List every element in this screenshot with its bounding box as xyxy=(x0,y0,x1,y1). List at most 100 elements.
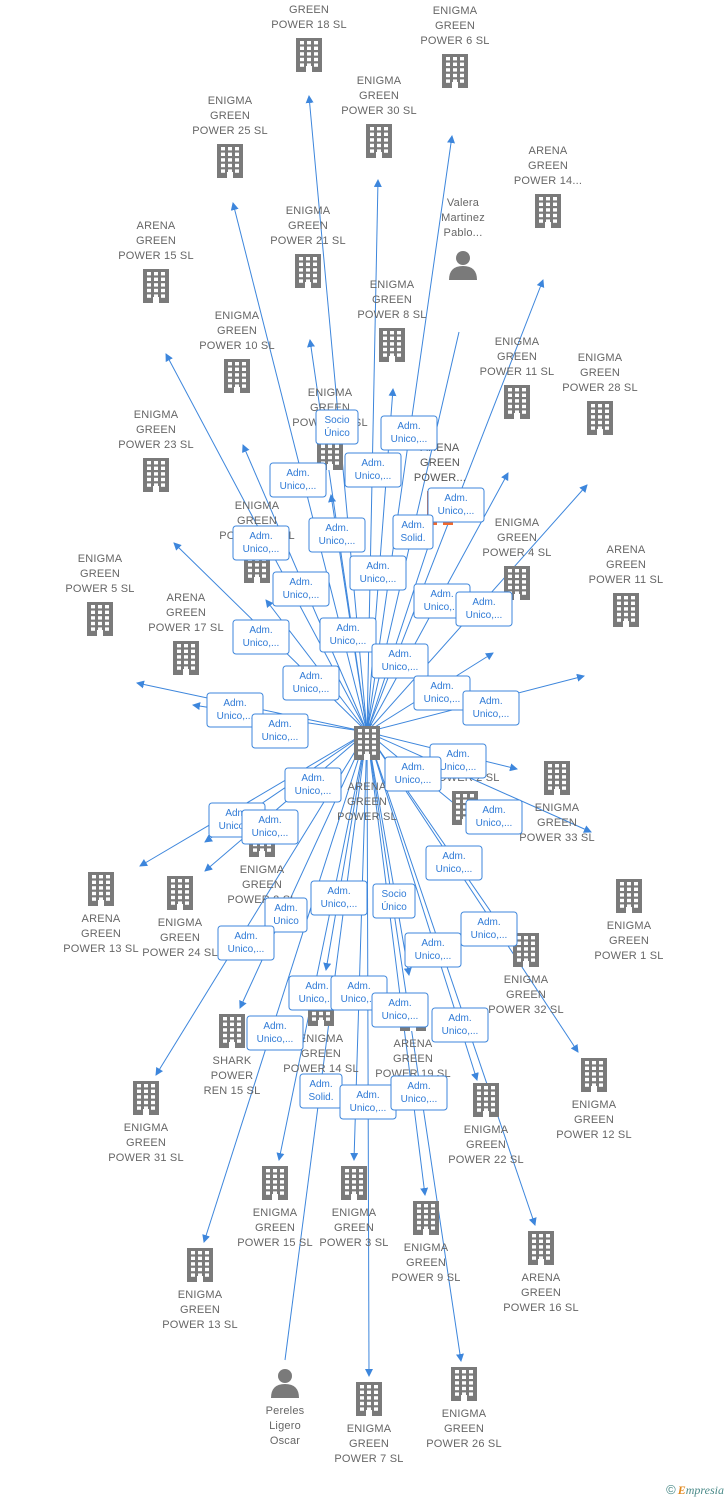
edge-label-line: Unico,... xyxy=(438,506,475,517)
edge-role-label[interactable]: Adm.Unico,... xyxy=(462,690,520,726)
edge-role-label[interactable]: Adm.Unico,... xyxy=(241,809,299,845)
building-window xyxy=(154,483,158,487)
edge-role-label[interactable]: Adm.Unico,... xyxy=(319,617,377,653)
empresia-watermark[interactable]: ©Empresia xyxy=(666,1482,724,1498)
building-icon xyxy=(167,876,193,910)
edge-role-label[interactable]: Adm.Unico,... xyxy=(284,767,342,803)
edge-role-label[interactable]: Adm.Unico,... xyxy=(232,525,290,561)
edge-role-label[interactable]: Adm.Unico,... xyxy=(272,571,330,607)
edge-role-label[interactable]: Adm.Unico,... xyxy=(455,591,513,627)
edge-role-label[interactable]: Adm.Unico,... xyxy=(380,415,438,451)
building-window xyxy=(106,880,110,884)
building-window xyxy=(460,62,464,66)
edge-role-label[interactable]: Adm.Unico,... xyxy=(251,713,309,749)
edge-role-label[interactable]: Adm.Unico,... xyxy=(413,675,471,711)
edge-role-label[interactable]: Adm.Solid. xyxy=(392,514,434,550)
edge-role-label[interactable]: Adm.Unico xyxy=(264,897,308,933)
edge-role-label[interactable]: Adm.Unico,... xyxy=(404,932,462,968)
edge-role-label[interactable]: Adm.Unico,... xyxy=(339,1084,397,1120)
edge-role-label[interactable]: Adm.Unico,... xyxy=(269,462,327,498)
edge-role-label[interactable]: Adm.Unico,... xyxy=(384,756,442,792)
edge-role-label[interactable]: Adm.Unico,... xyxy=(308,517,366,553)
building-window xyxy=(300,63,304,67)
edge-role-label[interactable]: Adm.Unico,... xyxy=(344,452,402,488)
edge-role-label[interactable]: Adm.Unico,... xyxy=(246,1015,304,1051)
edge-role-label[interactable]: Adm.Solid. xyxy=(299,1073,343,1109)
edge-role-label[interactable]: Adm.Unico,... xyxy=(427,487,485,523)
building-door xyxy=(538,1259,544,1265)
edge-label-line: Socio xyxy=(324,415,349,426)
edge-label-line: Adm. xyxy=(356,1090,379,1101)
building-window xyxy=(524,958,528,962)
node-label-line: GREEN xyxy=(606,559,646,571)
edge-role-label[interactable]: Adm.Unico,... xyxy=(429,743,487,779)
edge-role-label[interactable]: Adm.Unico,... xyxy=(431,1007,489,1043)
edge-role-label[interactable]: Adm.Unico,... xyxy=(232,619,290,655)
edge-role-label[interactable]: Adm.Unico,... xyxy=(282,665,340,701)
edge-role-label[interactable]: Adm.Unico,... xyxy=(349,555,407,591)
edge-role-label[interactable]: Adm.Unico,... xyxy=(425,845,483,881)
edge-role-label[interactable]: Adm.Unico,... xyxy=(371,992,429,1028)
building-window xyxy=(321,450,325,454)
edge-label-box xyxy=(460,911,518,947)
edge-role-label[interactable]: Adm.Unico,... xyxy=(390,1075,448,1111)
edge-role-label[interactable]: Adm.Unico,... xyxy=(465,799,523,835)
building-window xyxy=(424,1215,428,1219)
edge-label-line: Unico,... xyxy=(440,762,477,773)
edge-role-label[interactable]: Adm.Unico,... xyxy=(460,911,518,947)
building-window xyxy=(358,729,362,733)
edge-role-label[interactable]: Adm.Unico,... xyxy=(206,692,264,728)
building-window xyxy=(455,1392,459,1396)
edge-role-label[interactable]: Adm.Unico,... xyxy=(310,880,368,916)
edge-label-line: Adm. xyxy=(401,520,424,531)
building-window xyxy=(177,666,181,670)
building-window xyxy=(605,415,609,419)
edge-label-line: Unico,... xyxy=(401,1094,438,1105)
building-door xyxy=(234,387,240,393)
edge-role-label[interactable]: Adm.Unico,... xyxy=(371,643,429,679)
building-window xyxy=(462,1386,466,1391)
edge-role-label[interactable]: Adm.Unico,... xyxy=(217,925,275,961)
building-window xyxy=(591,409,595,413)
edge-label-line: Adm. xyxy=(234,931,257,942)
building-window xyxy=(178,890,182,894)
